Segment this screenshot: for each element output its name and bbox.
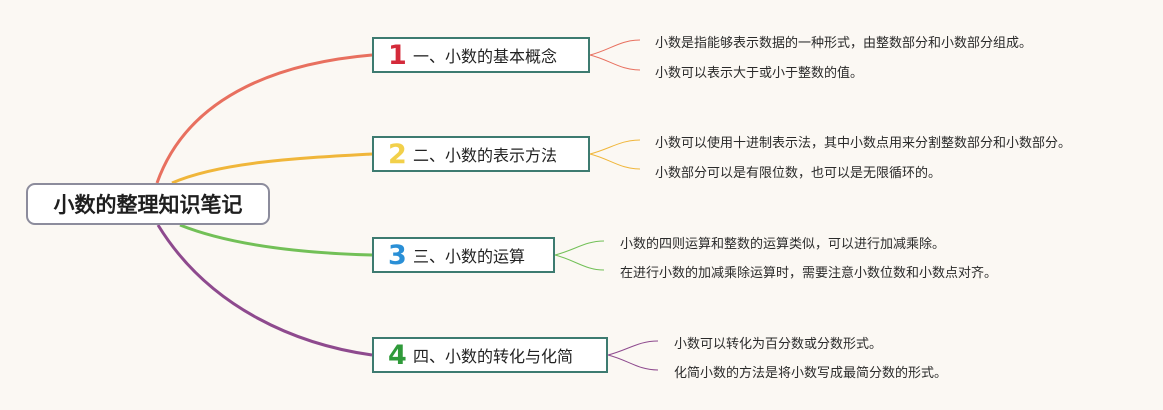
- leaf-topic-1-1[interactable]: 小数是指能够表示数据的一种形式，由整数部分和小数部分组成。: [655, 36, 1033, 51]
- branch-topic-2[interactable]: 2 二、小数的表示方法: [372, 136, 590, 172]
- branch-label-3: 三、小数的运算: [413, 247, 526, 266]
- central-topic[interactable]: 小数的整理知识笔记: [26, 183, 270, 225]
- branch-topic-3[interactable]: 3 三、小数的运算: [372, 237, 555, 273]
- branch-label-1: 一、小数的基本概念: [413, 47, 558, 66]
- leaf-topic-4-1[interactable]: 小数可以转化为百分数或分数形式。: [674, 337, 883, 352]
- connector-leaf-3-1: [554, 240, 605, 256]
- connector-branch-2: [171, 152, 373, 185]
- leaf-topic-4-2[interactable]: 化简小数的方法是将小数写成最简分数的形式。: [674, 366, 948, 381]
- leaf-topic-2-1[interactable]: 小数可以使用十进制表示法，其中小数点用来分割整数部分和小数部分。: [655, 136, 1072, 151]
- connector-branch-4: [156, 224, 373, 357]
- connector-leaf-2-1: [589, 139, 641, 155]
- branch-number-4: 4: [388, 339, 407, 371]
- branch-topic-1[interactable]: 1 一、小数的基本概念: [372, 37, 590, 73]
- central-topic-label: 小数的整理知识笔记: [53, 193, 243, 217]
- leaf-topic-1-2[interactable]: 小数可以表示大于或小于整数的值。: [655, 66, 864, 81]
- branch-topic-4[interactable]: 4 四、小数的转化与化简: [372, 337, 608, 373]
- connector-leaf-3-2: [554, 254, 605, 271]
- branch-number-3: 3: [388, 239, 407, 271]
- connector-branch-3: [179, 223, 373, 257]
- connector-branch-1: [155, 53, 373, 184]
- connector-leaf-1-1: [589, 39, 641, 56]
- branch-label-2: 二、小数的表示方法: [413, 146, 558, 165]
- branch-number-2: 2: [388, 138, 407, 170]
- leaf-topic-3-2[interactable]: 在进行小数的加减乘除运算时，需要注意小数位数和小数点对齐。: [620, 266, 998, 281]
- connector-leaf-4-1: [607, 340, 659, 356]
- connector-leaf-2-2: [589, 153, 641, 170]
- branch-label-4: 四、小数的转化与化简: [413, 347, 574, 366]
- leaf-topic-3-1[interactable]: 小数的四则运算和整数的运算类似，可以进行加减乘除。: [620, 237, 946, 252]
- connector-leaf-4-2: [607, 354, 659, 371]
- leaf-topic-2-2[interactable]: 小数部分可以是有限位数，也可以是无限循环的。: [655, 166, 942, 181]
- branch-number-1: 1: [388, 39, 407, 71]
- connector-leaf-1-2: [589, 54, 641, 71]
